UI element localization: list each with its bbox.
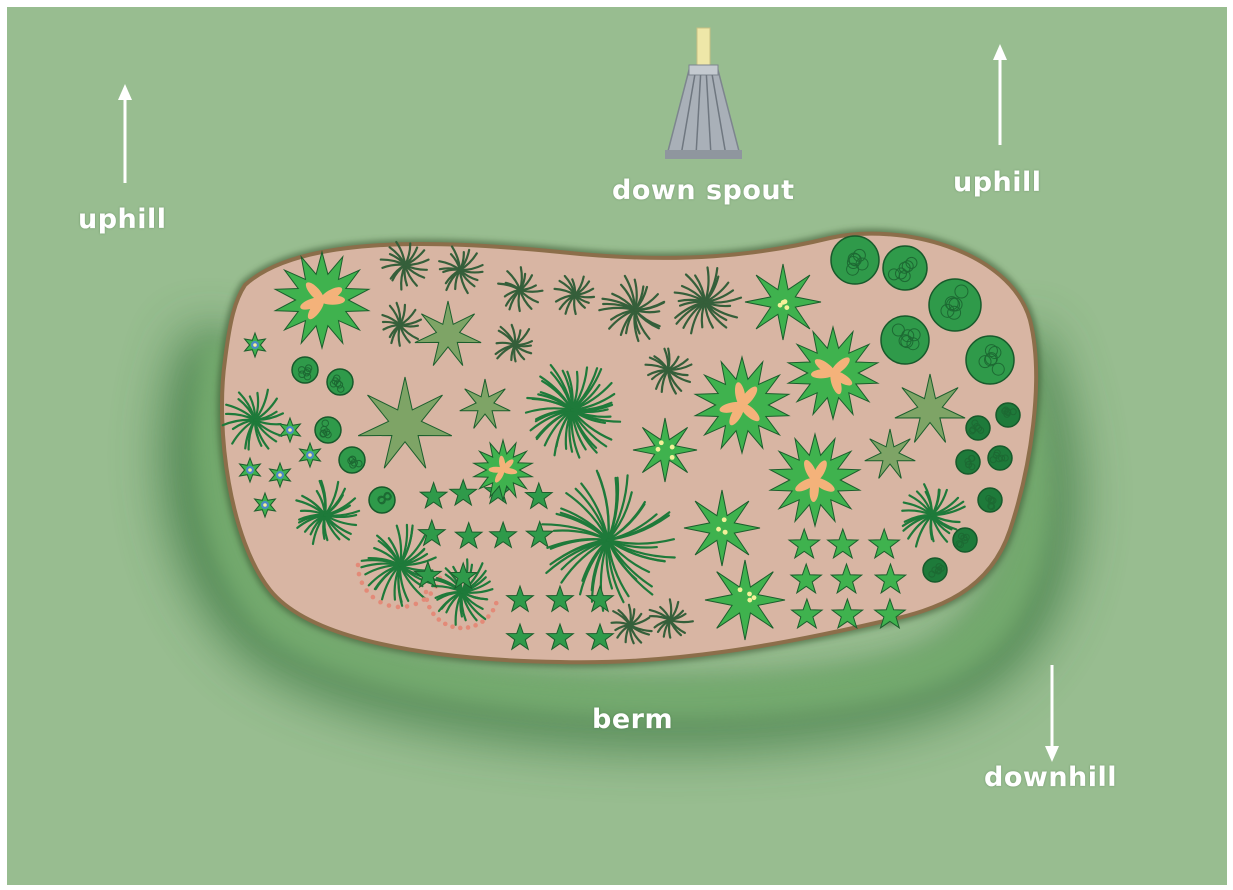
shrub-plant <box>966 416 990 440</box>
shrub-plant <box>988 446 1012 470</box>
shrub-plant <box>883 246 927 290</box>
shrub-plant <box>881 316 929 364</box>
star-plant <box>745 264 821 340</box>
star-plant <box>633 418 697 482</box>
shrub-plant <box>315 417 341 443</box>
shrub-plant <box>923 558 947 582</box>
uphill-label-right: uphill <box>953 167 1042 198</box>
shrub-plant <box>978 488 1002 512</box>
downhill-label: downhill <box>984 762 1117 793</box>
shrub-plant <box>339 447 365 473</box>
shrub-plant <box>929 279 981 331</box>
shrub-plant <box>966 336 1014 384</box>
uphill-label-left: uphill <box>78 204 167 235</box>
shrub-plant <box>327 369 353 395</box>
down-spout-label: down spout <box>612 175 795 206</box>
shrub-plant <box>953 528 977 552</box>
shrub-plant <box>292 357 318 383</box>
berm-label: berm <box>592 704 673 735</box>
star-plant <box>705 560 785 640</box>
shrub-plant <box>956 450 980 474</box>
shrub-plant <box>369 487 395 513</box>
star-plant <box>684 490 760 566</box>
shrub-plant <box>996 403 1020 427</box>
shrub-plant <box>831 236 879 284</box>
